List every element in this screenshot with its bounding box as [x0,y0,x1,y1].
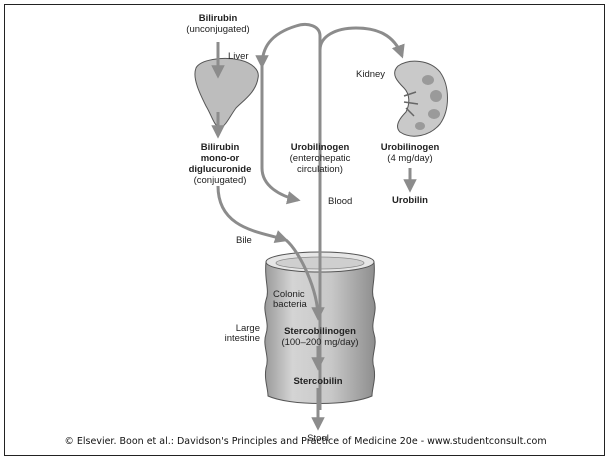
arrow-conjugated-to-bile [218,186,286,240]
label-conj-line3: diglucuronide [189,164,252,175]
label-bilirubin-sub: (unconjugated) [186,24,249,35]
label-conj-line2: mono-or [201,153,240,164]
label-stercobilin: Stercobilin [293,376,342,387]
label-urobilinogen-circ-title: Urobilinogen [291,142,350,153]
copyright-credit: © Elsevier. Boon et al.: Davidson's Prin… [0,436,611,447]
label-large-line2: intestine [225,333,260,344]
label-blood: Blood [328,196,352,207]
kidney-organ [395,61,448,136]
label-conj-line1: Bilirubin [201,142,240,153]
label-colonic-line2: bacteria [273,299,308,310]
label-urobilinogen-kidney-sub: (4 mg/day) [387,153,432,164]
label-stercobilinogen-sub: (100–200 mg/day) [281,337,358,348]
label-urobilin: Urobilin [392,195,428,206]
liver-organ [195,58,258,128]
label-urobilinogen-circ-sub2: circulation) [297,164,343,175]
label-bilirubin-title: Bilirubin [199,13,238,24]
label-conj-line4: (conjugated) [194,175,247,186]
arrow-liver-to-blood [262,66,298,200]
label-liver: Liver [228,51,249,62]
label-urobilinogen-kidney-title: Urobilinogen [381,142,440,153]
label-stercobilinogen-title: Stercobilinogen [284,326,356,337]
label-kidney: Kidney [356,69,385,80]
label-bile: Bile [236,235,252,246]
label-urobilinogen-circ-sub1: (enterohepatic [290,153,351,164]
arrow-blood-to-kidney [320,28,402,56]
